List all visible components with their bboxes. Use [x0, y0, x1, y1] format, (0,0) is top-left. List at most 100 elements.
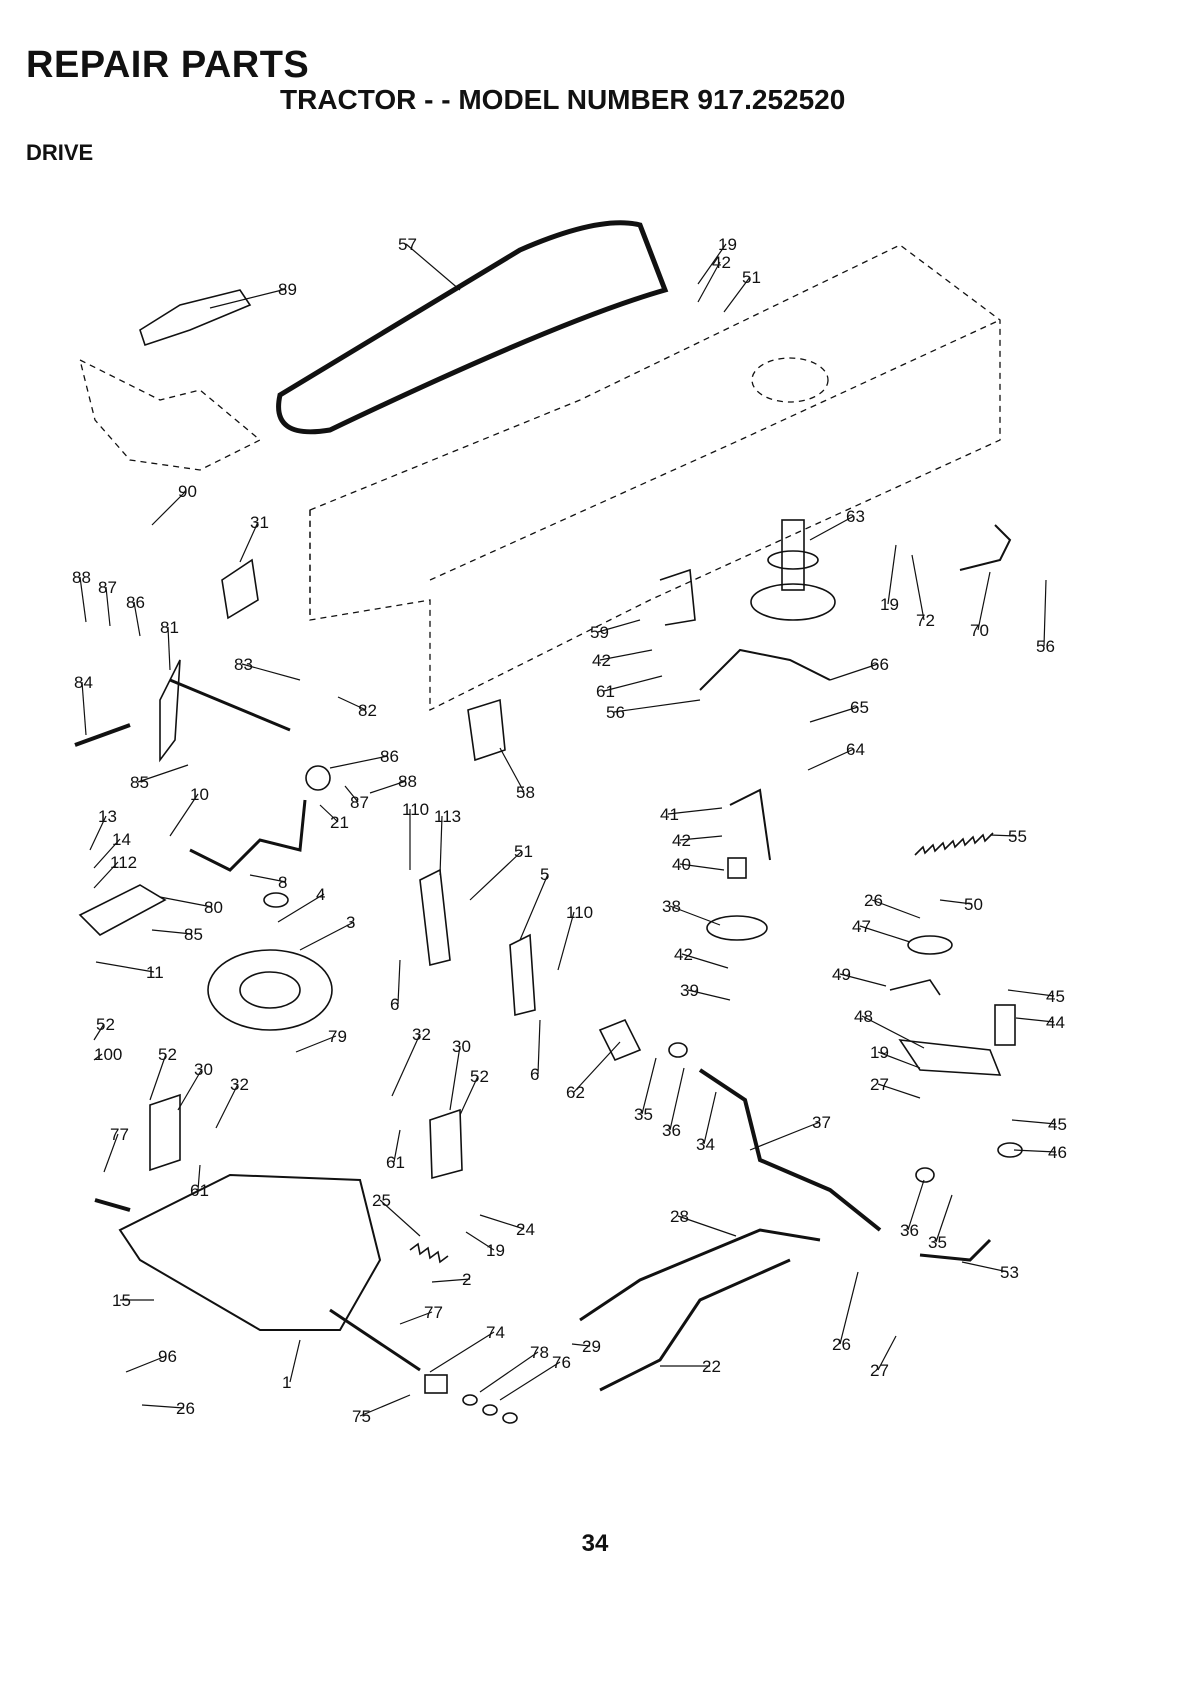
leader-line-c11	[95, 961, 155, 973]
leader-line-c85b	[151, 929, 193, 935]
leader-line-c61a	[393, 1129, 401, 1163]
leader-line-c96	[125, 1355, 167, 1373]
leader-line-c4	[277, 893, 325, 923]
pulley-47	[907, 935, 953, 955]
leader-line-c56b	[613, 699, 701, 713]
callout-c42b: 42	[592, 651, 611, 670]
shift-knob	[305, 765, 331, 791]
callout-c86b: 86	[380, 747, 399, 766]
leader-line-c78	[479, 1351, 539, 1393]
leader-line-c6b	[537, 1019, 541, 1075]
callout-c66: 66	[870, 655, 889, 674]
bracket-30-left	[149, 1093, 181, 1172]
leader-line-c19d	[877, 1051, 921, 1069]
callout-c79: 79	[328, 1027, 347, 1046]
callout-c29: 29	[582, 1337, 601, 1356]
shift-shaft	[169, 678, 291, 732]
leader-line-c14	[93, 838, 121, 869]
idler-arm-41	[729, 788, 771, 861]
leader-line-c50	[939, 899, 973, 905]
drive-belt	[276, 220, 669, 435]
arm-48	[898, 1039, 1002, 1076]
bracket-30-right	[429, 1108, 463, 1180]
leader-line-c86a	[133, 601, 141, 637]
leader-line-c51a	[723, 276, 751, 313]
callout-c21: 21	[330, 813, 349, 832]
leader-line-c38	[669, 905, 721, 926]
leader-line-c42d	[681, 953, 729, 969]
callout-c77a: 77	[110, 1125, 129, 1144]
callout-c113: 113	[434, 807, 461, 826]
leader-line-c41	[667, 807, 723, 815]
callout-c19b: 19	[486, 1241, 505, 1260]
leader-line-c65	[809, 706, 859, 723]
callout-c86a: 86	[126, 593, 145, 612]
leader-line-c90	[151, 490, 187, 526]
leader-line-c62	[573, 1041, 621, 1093]
model-subtitle: TRACTOR - - MODEL NUMBER 917.252520	[280, 84, 846, 115]
callout-c61c: 61	[596, 682, 615, 701]
leader-line-c79	[295, 1035, 337, 1053]
callout-c26a: 26	[176, 1399, 195, 1418]
callout-c36a: 36	[662, 1121, 681, 1140]
callout-c88b: 88	[398, 772, 417, 791]
callout-c83: 83	[234, 655, 253, 674]
leader-line-c83	[241, 663, 301, 681]
leader-line-c30b	[449, 1045, 461, 1111]
diagram-artwork	[74, 220, 1023, 1424]
callout-c39: 39	[680, 981, 699, 1000]
leader-line-c80	[159, 896, 213, 908]
leader-line-c45b	[1011, 1119, 1057, 1125]
callout-c50: 50	[964, 895, 983, 914]
leader-line-c5	[519, 873, 549, 941]
callout-c40: 40	[672, 855, 691, 874]
leader-line-c28	[677, 1215, 737, 1237]
callout-c27a: 27	[870, 1075, 889, 1094]
leader-line-c26c	[871, 899, 921, 919]
leader-line-c40	[679, 863, 725, 871]
leader-line-c64	[807, 748, 855, 771]
leader-line-c72	[911, 554, 925, 621]
leader-line-c26b	[839, 1271, 859, 1345]
leader-line-c47	[859, 925, 911, 943]
callout-c22: 22	[702, 1357, 721, 1376]
leader-line-c57	[405, 243, 461, 291]
callout-c110b: 110	[566, 903, 593, 922]
leader-line-c27a	[877, 1083, 921, 1099]
leader-line-c77b	[399, 1311, 433, 1325]
callout-c80: 80	[204, 898, 223, 917]
spacer-74	[424, 1374, 448, 1394]
section-heading: DRIVE	[26, 140, 94, 165]
callout-c6b: 6	[530, 1065, 539, 1084]
callout-c74: 74	[486, 1323, 505, 1342]
callout-c24: 24	[516, 1220, 535, 1239]
leader-line-c3	[299, 921, 355, 951]
leader-line-c88b	[369, 780, 407, 794]
leader-line-c19a	[697, 243, 727, 285]
leader-line-c84	[81, 681, 87, 736]
callout-c61b: 61	[190, 1181, 209, 1200]
leader-line-c77a	[103, 1133, 119, 1173]
leader-line-c81	[167, 626, 171, 671]
page-title: REPAIR PARTS	[26, 44, 310, 86]
callout-c26c: 26	[864, 891, 883, 910]
leader-line-c56a	[1043, 579, 1047, 647]
callout-c1: 1	[282, 1373, 291, 1392]
transaxle	[118, 1173, 382, 1331]
callout-c87b: 87	[350, 793, 369, 812]
callout-c45b: 45	[1048, 1115, 1067, 1134]
callout-c100: 100	[94, 1045, 122, 1064]
leader-line-c85a	[137, 764, 189, 783]
leader-line-c44	[1015, 1017, 1055, 1023]
leader-line-c35a	[641, 1057, 657, 1115]
callout-c4: 4	[316, 885, 325, 904]
leader-line-c59	[597, 619, 641, 633]
leader-line-c63	[809, 515, 855, 541]
idler-shaft	[781, 519, 805, 591]
callout-c37: 37	[812, 1113, 831, 1132]
leader-line-c55	[989, 834, 1017, 837]
callout-c35b: 35	[928, 1233, 947, 1252]
leader-line-c53	[961, 1261, 1009, 1273]
callout-c72: 72	[916, 611, 935, 630]
